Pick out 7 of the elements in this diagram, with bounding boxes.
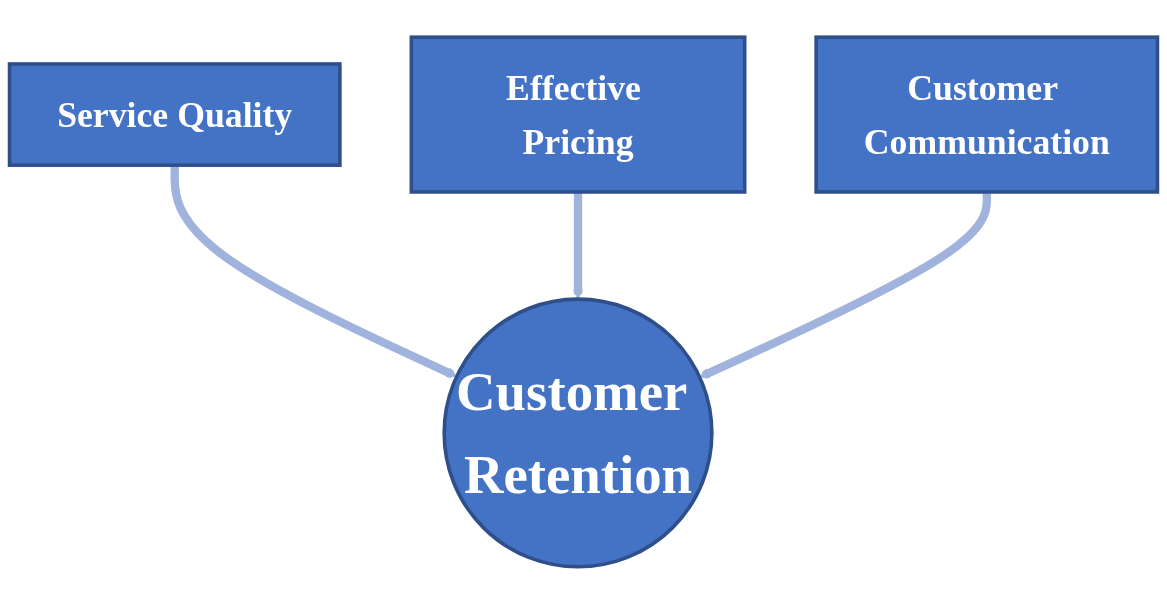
node-box: Service Quality <box>7 62 342 167</box>
node-box: Customer Communication <box>814 35 1160 194</box>
arrow <box>699 191 991 379</box>
arrow <box>170 165 458 379</box>
arrow <box>572 191 584 300</box>
node-circle: Customer Retention <box>442 297 714 569</box>
node-box: Effective Pricing <box>409 35 747 194</box>
